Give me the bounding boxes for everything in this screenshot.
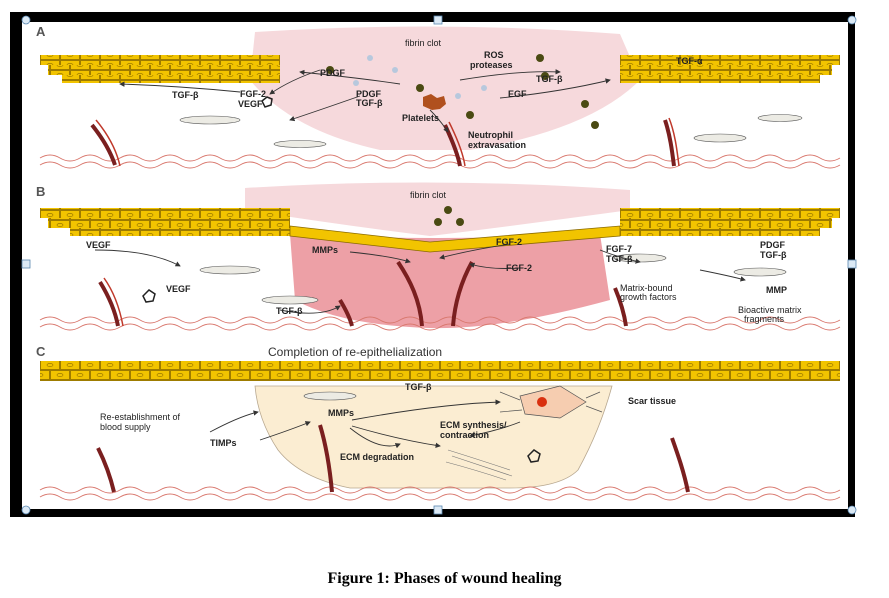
panel-c: C Completion of re-epithelialization [36, 344, 841, 501]
label-ecm-synthesis: ECM synthesis/ [440, 420, 507, 430]
label-scar-tissue: Scar tissue [628, 396, 676, 406]
label-mmps-c: MMPs [328, 408, 354, 418]
figure-caption: Figure 1: Phases of wound healing [327, 570, 562, 587]
label-extravasation: extravasation [468, 140, 526, 150]
label-matrix-bound: Matrix-bound [620, 283, 673, 293]
macrophage-c [527, 449, 541, 463]
label-pdgf-b: PDGF [760, 240, 786, 250]
label-ros: ROS [484, 50, 504, 60]
dermis-line-b1 [39, 316, 841, 324]
label-bioactive-matrix: Bioactive matrix [738, 305, 802, 315]
epithelium-left-a [40, 55, 280, 65]
vessel-b-center [338, 298, 354, 327]
platelets-icon [423, 94, 446, 110]
myofibroblast-c [499, 385, 603, 419]
label-tgf-beta-bottom-b: TGF-β [276, 306, 303, 316]
label-egf: EGF [508, 89, 527, 99]
vessel-c-left [96, 447, 116, 493]
ros-dots-a [353, 55, 487, 99]
label-completion-title: Completion of re-epithelialization [268, 345, 442, 359]
label-pdgf-top: PDGF [320, 68, 346, 78]
fibroblast-b1 [199, 265, 261, 275]
epithelium-left-b [40, 208, 290, 218]
label-mmps-b: MMPs [312, 245, 338, 255]
dermis-line-c1 [39, 486, 841, 494]
label-fgf2-bottom-b: FGF-2 [506, 263, 532, 273]
label-vegf-mid-b: VEGF [166, 284, 191, 294]
vessel-b-mid-left [396, 260, 424, 327]
vessel-a-left [90, 123, 117, 166]
label-tgf-beta-left-a: TGF-β [172, 90, 199, 100]
fibroblast-a1 [179, 115, 241, 125]
label-pdgf-a: PDGF [356, 89, 382, 99]
label-fgf7: FGF-7 [606, 244, 632, 254]
label-reestablishment: Re-establishment of [100, 412, 181, 422]
label-platelets: Platelets [402, 113, 439, 123]
label-timps: TIMPs [210, 438, 237, 448]
label-neutrophil: Neutrophil [468, 130, 513, 140]
neutrophils-b [434, 206, 464, 226]
epithelium-right-a [620, 55, 840, 65]
panel-b: B fibrin clot [36, 182, 841, 331]
selection-handles [21, 15, 857, 515]
panel-a: A fibrin clot [36, 24, 841, 169]
fibroblast-c1 [303, 391, 357, 401]
label-fgf2-top-b: FGF-2 [496, 237, 522, 247]
label-fibrin-clot-b: fibrin clot [410, 190, 447, 200]
label-proteases: proteases [470, 60, 513, 70]
label-tgf-beta-c: TGF-β [405, 382, 432, 392]
vessel-b-left [98, 280, 120, 327]
panel-b-letter: B [36, 184, 45, 199]
fibrin-clot-b [245, 182, 630, 236]
neutrophils-a [326, 54, 599, 129]
vessel-b-right [613, 287, 628, 327]
vessel-c-right [670, 437, 690, 493]
label-growth-factors: growth factors [620, 292, 677, 302]
epithelium-right-b [620, 208, 840, 218]
vessel-c-mid [318, 424, 334, 493]
label-fibrin-clot-a: fibrin clot [405, 38, 442, 48]
label-vegf-left-b: VEGF [86, 240, 111, 250]
epithelium-c [40, 361, 840, 371]
label-tgf-beta-right-b: TGF-β [606, 254, 633, 264]
macrophage-a [261, 96, 273, 108]
label-tgf-alpha: TGF-α [676, 56, 703, 66]
label-tgf-beta-mid-a: TGF-β [356, 98, 383, 108]
dermis-line-a1 [39, 154, 841, 162]
panel-a-letter: A [36, 24, 46, 39]
label-tgf-beta-right-a: TGF-β [536, 74, 563, 84]
vessel-a-right [663, 119, 676, 167]
panel-c-letter: C [36, 344, 46, 359]
label-mmp-b: MMP [766, 285, 787, 295]
granulation-tissue-b [290, 234, 610, 329]
label-blood-supply: blood supply [100, 422, 151, 432]
label-vegf-a: VEGF [238, 99, 263, 109]
macrophage-b [142, 289, 156, 303]
label-fgf2-a: FGF-2 [240, 89, 266, 99]
label-ecm-degradation: ECM degradation [340, 452, 414, 462]
label-tgf-beta-far-b: TGF-β [760, 250, 787, 260]
label-contraction: contraction [440, 430, 489, 440]
label-fragments: fragments [744, 314, 785, 324]
